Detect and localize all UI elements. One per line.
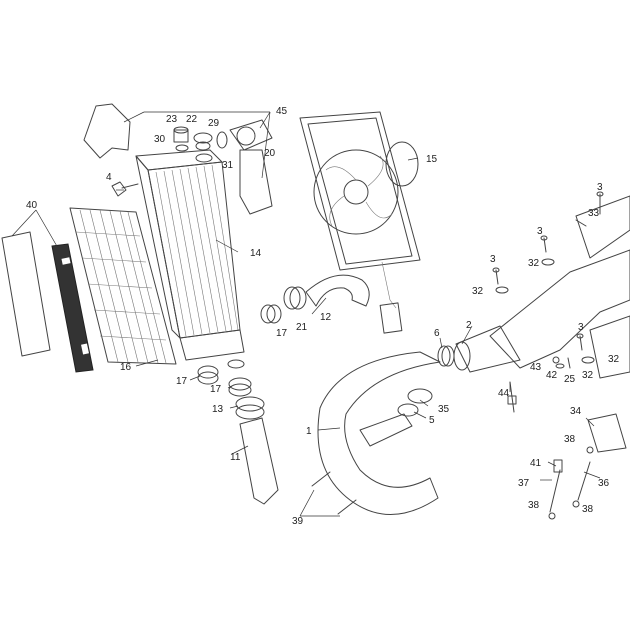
part-stud-39	[311, 471, 357, 515]
callout-3b: 3	[537, 226, 543, 237]
part-washer-32c	[581, 356, 595, 364]
part-washer-32b	[495, 286, 509, 294]
callout-6: 6	[434, 328, 440, 339]
callout-16: 16	[120, 362, 132, 373]
part-nut-43	[552, 356, 560, 364]
part-hose-11	[239, 417, 279, 505]
part-nut-38c	[548, 512, 556, 520]
callout-15: 15	[426, 154, 438, 165]
part-radiator	[135, 149, 245, 369]
callout-2: 2	[466, 320, 472, 331]
part-frame	[489, 195, 630, 379]
callout-3c: 3	[490, 254, 496, 265]
part-bracket-45	[83, 103, 273, 215]
callout-32b: 32	[472, 286, 484, 297]
callout-42: 42	[546, 370, 558, 381]
part-sensor-44	[507, 381, 517, 413]
callout-30: 30	[154, 134, 166, 145]
callout-17c: 17	[210, 384, 222, 395]
callout-14: 14	[250, 248, 262, 259]
part-hose-12	[305, 274, 370, 307]
callout-34: 34	[570, 406, 582, 417]
part-oring-6	[437, 345, 455, 367]
callout-37: 37	[518, 478, 530, 489]
part-radiator-grille	[69, 207, 177, 365]
callout-32d: 32	[608, 354, 620, 365]
callout-labels: 1 2 3 3 3 3 4 5 6 11 12 13 14 15 16 17 1…	[26, 106, 620, 527]
part-nut-38b	[572, 500, 580, 508]
callout-22: 22	[186, 114, 198, 125]
callout-32c: 32	[582, 370, 594, 381]
callout-1: 1	[306, 426, 312, 437]
callout-17a: 17	[276, 328, 288, 339]
part-bolt-25	[567, 357, 571, 369]
part-washer-42	[555, 363, 565, 369]
part-clamp-21	[283, 286, 307, 310]
part-cap-22	[193, 132, 213, 151]
part-screw-3b	[540, 235, 548, 253]
callout-21: 21	[296, 322, 308, 333]
part-screw-3a	[596, 191, 604, 215]
part-ring-17b	[197, 365, 219, 385]
part-cap-23	[173, 126, 189, 143]
callout-31: 31	[222, 160, 234, 171]
part-sensor-41	[553, 459, 563, 473]
callout-38c: 38	[528, 500, 540, 511]
callout-25: 25	[564, 374, 576, 385]
part-screw-3c	[492, 267, 500, 285]
part-washer-32a	[541, 258, 555, 266]
part-washer-33	[575, 219, 587, 227]
callout-12: 12	[320, 312, 332, 323]
callout-41: 41	[530, 458, 542, 469]
callout-35: 35	[438, 404, 450, 415]
part-nut-38a	[586, 446, 594, 454]
callout-39: 39	[292, 516, 304, 527]
callout-43: 43	[530, 362, 542, 373]
callout-4: 4	[106, 172, 112, 183]
part-seal-29	[216, 131, 228, 149]
callout-29: 29	[208, 118, 220, 129]
part-decal-backing	[1, 231, 51, 357]
part-pipe-2	[453, 325, 521, 373]
part-bracket-34	[587, 413, 627, 453]
callout-3d: 3	[578, 322, 584, 333]
part-decal-sticker	[51, 243, 94, 373]
callout-33: 33	[588, 208, 600, 219]
part-gasket-35	[407, 388, 433, 404]
callout-17b: 17	[176, 376, 188, 387]
part-washer-31	[195, 153, 213, 163]
callout-32a: 32	[528, 258, 540, 269]
part-screw-3d	[576, 333, 584, 351]
callout-3a: 3	[597, 182, 603, 193]
part-rod-36	[577, 461, 591, 501]
part-cooling-fan	[299, 111, 421, 334]
callout-36: 36	[598, 478, 610, 489]
callout-20: 20	[264, 148, 276, 159]
callout-40: 40	[26, 200, 38, 211]
callout-11: 11	[230, 452, 241, 463]
callout-23: 23	[166, 114, 178, 125]
callout-44: 44	[498, 388, 510, 399]
part-clamp-13	[235, 396, 265, 420]
leader-lines	[11, 111, 601, 517]
part-exhaust-header	[317, 351, 441, 515]
part-washer-30	[175, 144, 189, 152]
callout-13: 13	[212, 404, 224, 415]
part-fitting-20	[229, 119, 273, 151]
part-ring-17c	[228, 377, 252, 397]
part-rod-37	[549, 469, 561, 513]
callout-5: 5	[429, 415, 435, 426]
callout-38a: 38	[564, 434, 576, 445]
part-gasket-5	[397, 403, 419, 417]
part-ring-17a	[260, 304, 282, 324]
part-screw-4	[111, 181, 139, 197]
callout-45: 45	[276, 106, 288, 117]
callout-38b: 38	[582, 504, 594, 515]
